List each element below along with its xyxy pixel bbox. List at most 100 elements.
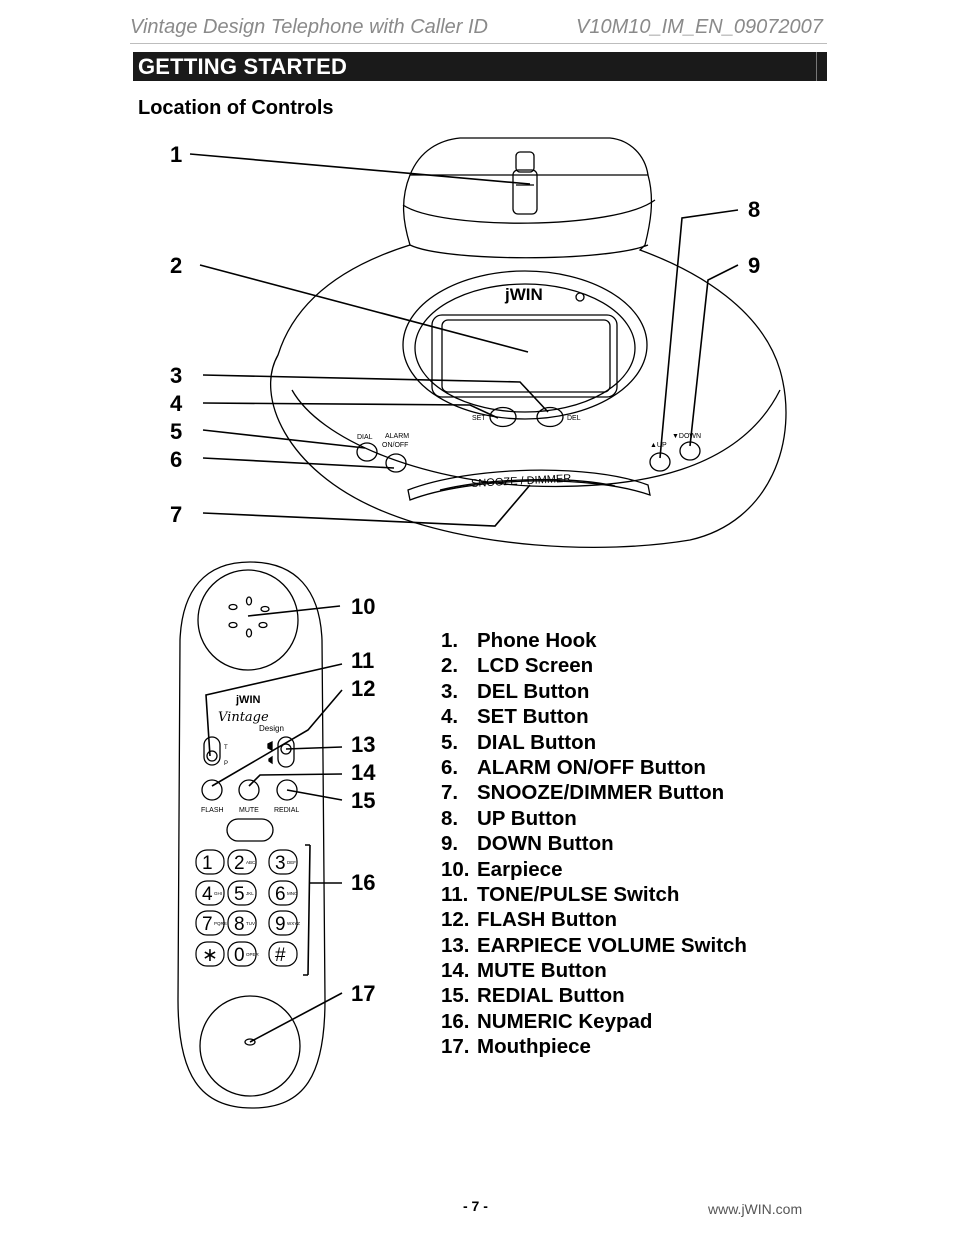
legend-item-label: DIAL Button — [477, 730, 597, 754]
legend-item: 4.SET Button — [441, 704, 747, 729]
legend-item: 7.SNOOZE/DIMMER Button — [441, 780, 747, 805]
base-del-label: DEL — [567, 415, 581, 422]
keypad-key-letters: PQRS — [214, 921, 227, 926]
base-dial-label: DIAL — [357, 434, 373, 441]
callout-10: 10 — [351, 594, 375, 619]
legend-item: 1.Phone Hook — [441, 628, 747, 653]
legend-item: 14.MUTE Button — [441, 958, 747, 983]
keypad-key-letters: ABC — [246, 860, 256, 865]
base-brand-label: jWIN — [504, 285, 543, 304]
legend-item: 16. NUMERIC Keypad — [441, 1009, 747, 1034]
mouthpiece-hole-icon — [244, 1038, 256, 1046]
keypad-key-outline — [195, 849, 225, 875]
display-bezel-outer — [402, 270, 648, 420]
keypad-key-outline — [227, 941, 257, 967]
legend-item-number: 16. — [441, 1009, 470, 1033]
keypad-key-letters: GHI — [214, 891, 222, 896]
legend-item: 6.ALARM ON/OFF Button — [441, 755, 747, 780]
legend-item: 13.EARPIECE VOLUME Switch — [441, 933, 747, 958]
pulse-label: P — [224, 761, 228, 767]
legend-item: 9.DOWN Button — [441, 831, 747, 856]
keypad-key-digit: 2 — [234, 853, 245, 874]
keypad-key-digit: 6 — [275, 884, 286, 905]
legend-item-label: TONE/PULSE Switch — [477, 882, 680, 906]
legend-item-number: 13. — [441, 933, 470, 957]
keypad-key-outline — [268, 941, 298, 967]
base-alarm-label-1: ALARM — [385, 433, 409, 440]
volume-switch-shape[interactable] — [277, 736, 295, 768]
callout-4: 4 — [170, 391, 183, 416]
legend-item-number: 1. — [441, 629, 459, 652]
legend-item-number: 17. — [441, 1035, 470, 1059]
callout-13: 13 — [351, 732, 375, 757]
callout-6: 6 — [170, 447, 182, 472]
keypad-key[interactable]: ∗ — [195, 941, 225, 967]
phone-hook-icon — [512, 151, 538, 215]
legend-item: 17.Mouthpiece — [441, 1034, 747, 1059]
cradle-lower-edge — [409, 244, 649, 259]
tone-label: T — [224, 745, 228, 751]
legend-item-number: 8. — [441, 806, 459, 830]
keypad-key-letters: JKL — [246, 891, 254, 896]
keypad-key-digit: 0 — [234, 945, 245, 966]
keypad-key[interactable]: 1 — [195, 849, 225, 875]
callout-9: 9 — [748, 253, 760, 278]
tone-pulse-switch-shape[interactable] — [203, 736, 221, 766]
legend-item-label: LCD Screen — [477, 654, 594, 678]
legend-item: 5. DIAL Button — [441, 730, 747, 755]
lcd-screen — [441, 319, 611, 393]
keypad-key-outline — [227, 910, 257, 936]
alarm-button-shape[interactable] — [385, 453, 407, 473]
mute-label: MUTE — [239, 807, 259, 814]
legend-item-number: 4. — [441, 705, 459, 729]
section-title: GETTING STARTED — [138, 54, 348, 79]
blank-oval-key — [226, 818, 274, 842]
footer-website: www.jWIN.com — [708, 1201, 803, 1217]
dial-button-shape[interactable] — [356, 442, 378, 462]
legend-item: 10.Earpiece — [441, 857, 747, 882]
callout-1: 1 — [170, 142, 182, 167]
set-button-shape[interactable] — [489, 406, 517, 428]
del-button-shape[interactable] — [536, 406, 564, 428]
snooze-bar-groove — [439, 478, 616, 491]
callout-leaders — [189, 153, 739, 1043]
keypad-key-outline — [195, 910, 225, 936]
keypad-key-digit: 8 — [234, 914, 245, 935]
snooze-dimmer-bar[interactable] — [407, 469, 651, 501]
keypad-key-outline — [268, 849, 298, 875]
legend-item-label: REDIAL Button — [477, 984, 625, 1008]
redial-button-shape[interactable] — [276, 779, 298, 801]
keypad-key-outline — [195, 941, 225, 967]
callout-7: 7 — [170, 502, 182, 527]
keypad-key-digit: # — [275, 945, 286, 966]
legend-item-label: DOWN Button — [477, 832, 614, 856]
keypad-key-outline — [227, 880, 257, 906]
handset-script-label: Vintage — [218, 710, 269, 725]
legend-item-label: NUMERIC Keypad — [477, 1009, 653, 1033]
keypad-key-letters: MNO — [287, 891, 298, 896]
legend-item: 3.DEL Button — [441, 679, 747, 704]
mute-button-shape[interactable] — [238, 779, 260, 801]
legend-item-number: 5. — [441, 730, 459, 754]
legend-item-label: ALARM ON/OFF Button — [477, 755, 706, 779]
keypad-key[interactable]: # — [268, 941, 298, 967]
legend-item-number: 2. — [441, 654, 459, 678]
header-rule — [130, 43, 827, 44]
legend-item: 15.REDIAL Button — [441, 983, 747, 1008]
flash-button-shape[interactable] — [201, 779, 223, 801]
handset-brand-label: jWIN — [235, 694, 260, 706]
keypad-key-outline — [195, 880, 225, 906]
legend-item-label: MUTE Button — [477, 959, 607, 983]
